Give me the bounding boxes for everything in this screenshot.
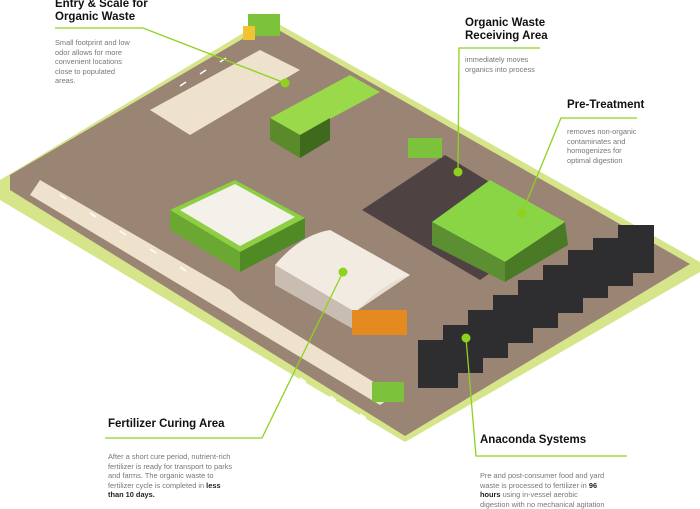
truck <box>408 138 442 158</box>
callout-lines <box>55 27 637 457</box>
sidewalk-top <box>150 50 300 135</box>
scale-canopy <box>270 75 380 135</box>
pretreatment-roof <box>432 180 565 262</box>
sidewalk <box>30 180 395 405</box>
entry-text: Small footprint and low odor allows for … <box>55 38 130 86</box>
truck <box>352 310 407 335</box>
anaconda-title: Anaconda Systems <box>480 434 587 446</box>
callout-dots <box>280 78 527 343</box>
scale-building <box>270 118 300 158</box>
truck <box>248 14 280 36</box>
road-markings <box>59 57 367 419</box>
curing-title: Fertilizer Curing Area <box>108 418 225 430</box>
receiving-text: immediately moves organics into process <box>465 55 535 74</box>
anaconda-reactors <box>418 225 654 388</box>
truck <box>372 382 404 402</box>
pretreatment-title: Pre-Treatment <box>567 99 645 111</box>
pretreatment-text: removes non-organic contaminates and hom… <box>567 127 637 165</box>
curing-text: After a short cure period, nutrient-rich… <box>108 452 233 500</box>
anaconda-text: Pre and post-consumer food and yard wast… <box>480 471 605 509</box>
